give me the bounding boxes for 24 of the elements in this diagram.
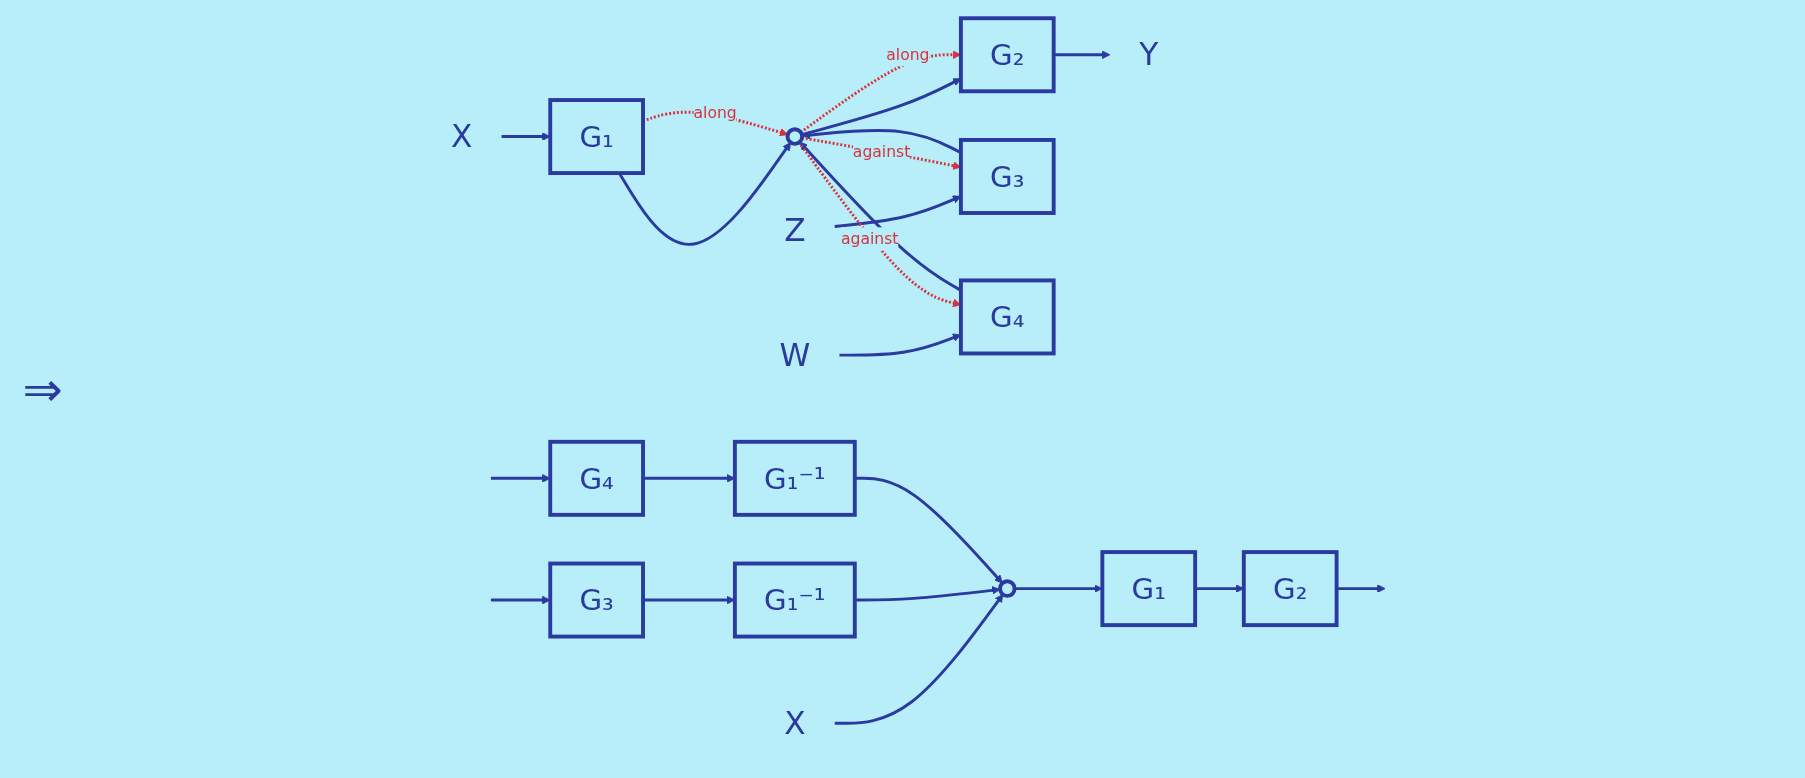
node-text: Y — [1139, 36, 1159, 74]
node-box: G₃ — [958, 138, 1056, 215]
node-circle — [997, 579, 1017, 598]
arrow — [617, 142, 791, 246]
edge-label: against — [840, 229, 899, 248]
edge-label: against — [852, 142, 911, 161]
node-text: Z — [784, 212, 806, 250]
node-box: G₂ — [958, 16, 1056, 94]
edge-label: along — [693, 103, 737, 122]
implies-arrow-text: ⇒ — [22, 361, 63, 417]
node-text: W — [779, 336, 811, 374]
node-box: G₃ — [548, 561, 645, 639]
node-text: X — [784, 704, 806, 742]
node-box: G₄ — [958, 278, 1056, 356]
node-box: G₂ — [1241, 550, 1339, 628]
node-box: G₁ — [1100, 550, 1197, 628]
node-box: G₄ — [548, 439, 645, 517]
node-box: G₁ — [548, 98, 645, 175]
node-box: G₁⁻¹ — [732, 561, 857, 639]
node-circle — [785, 127, 804, 146]
arrow — [834, 594, 1004, 725]
edge-label: along — [886, 45, 930, 64]
node-box: G₁⁻¹ — [732, 439, 857, 517]
node-text: X — [450, 118, 473, 156]
